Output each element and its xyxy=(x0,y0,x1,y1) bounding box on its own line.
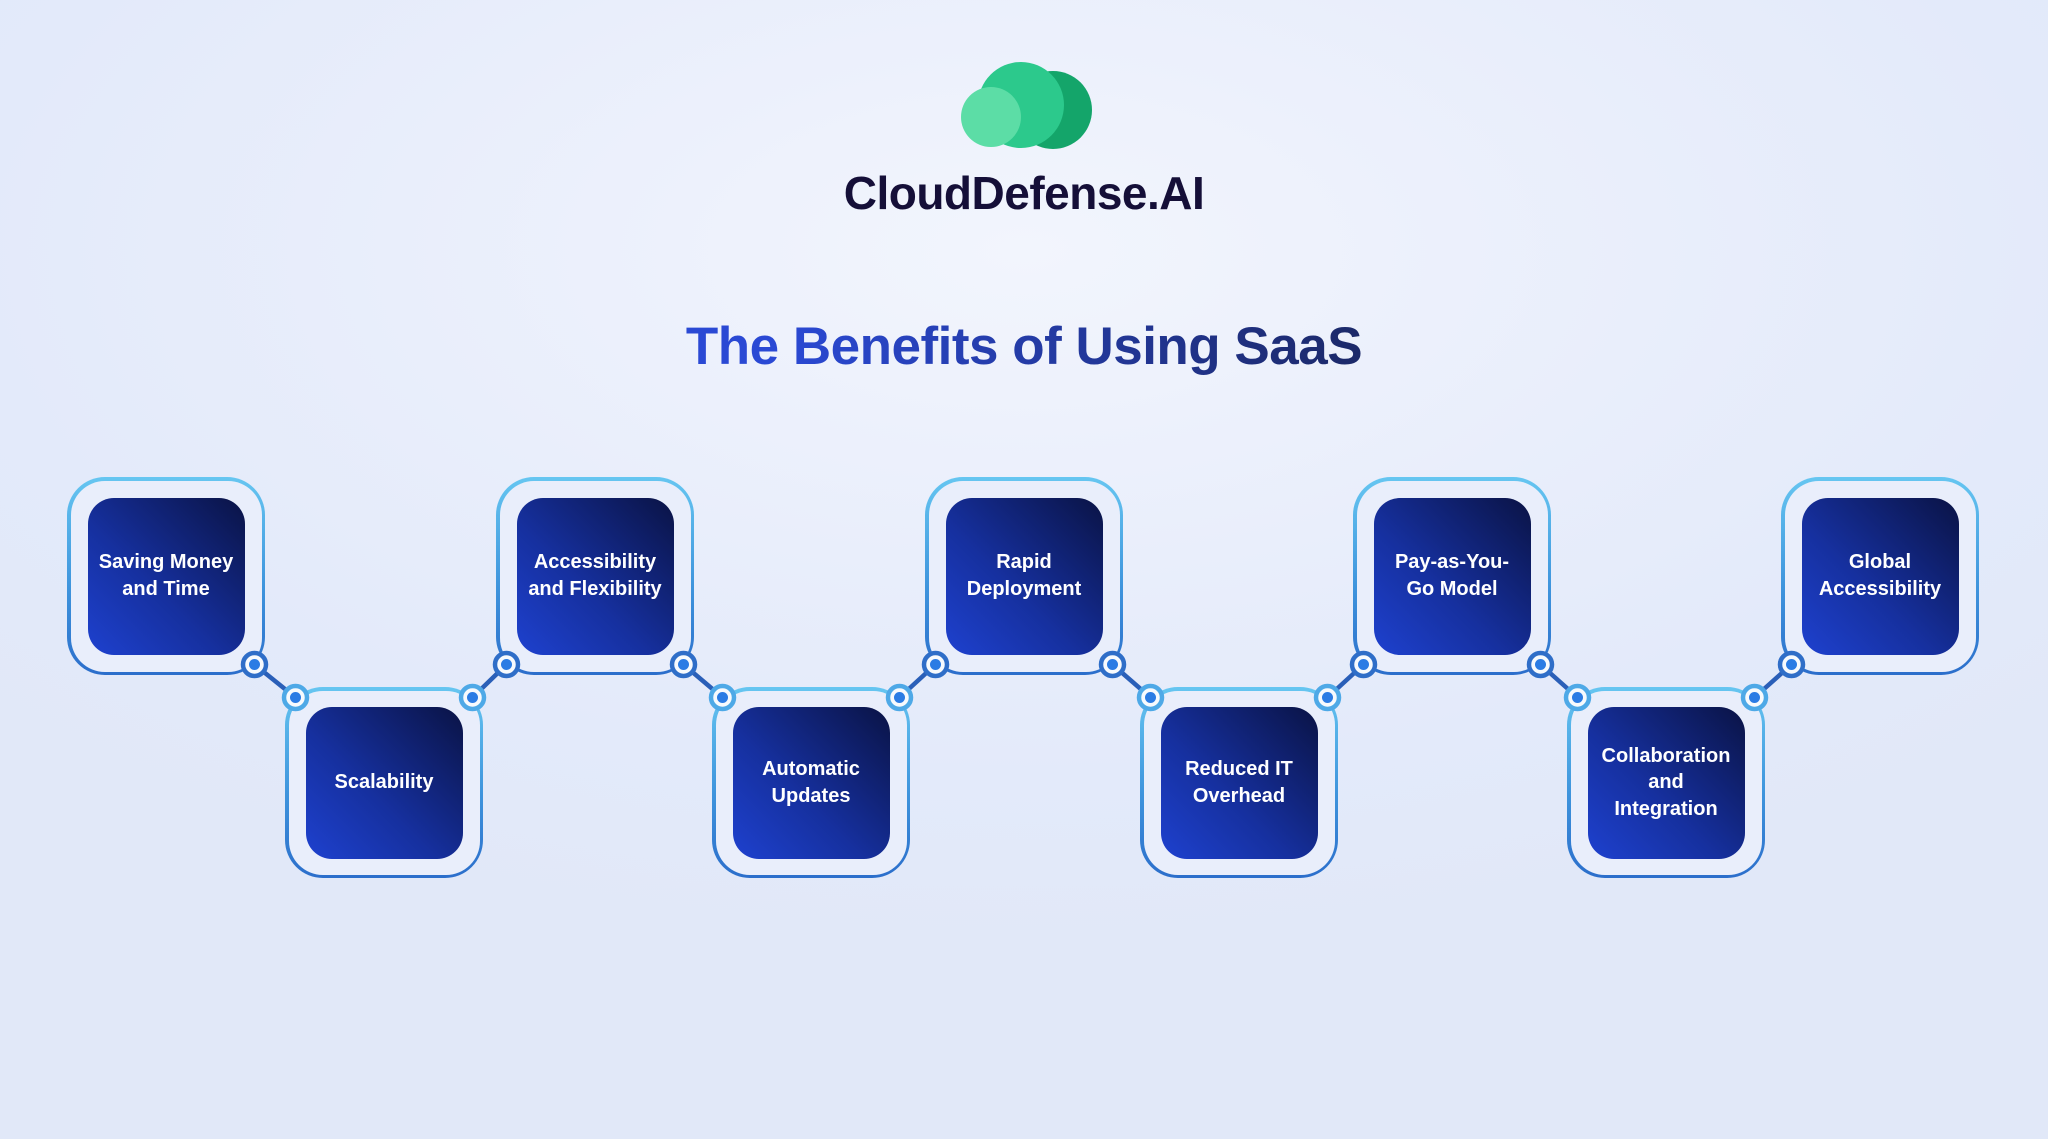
card-fill: Automatic Updates xyxy=(715,690,907,875)
benefit-label: Pay-as-You-Go Model xyxy=(1373,497,1531,655)
benefit-label: Automatic Updates xyxy=(732,706,890,859)
benefit-card-pay-as-you-go: Pay-as-You-Go Model xyxy=(1353,477,1551,675)
card-fill: Reduced IT Overhead xyxy=(1143,690,1335,875)
cloud-circle-light xyxy=(961,87,1021,147)
page-title: The Benefits of Using SaaS xyxy=(0,316,2048,377)
benefit-card-automatic-updates: Automatic Updates xyxy=(712,687,910,878)
benefit-label: Accessibility and Flexibility xyxy=(516,497,674,655)
card-fill: Scalability xyxy=(288,690,480,875)
card-fill: Accessibility and Flexibility xyxy=(499,480,691,672)
benefit-card-rapid-deployment: Rapid Deployment xyxy=(925,477,1123,675)
card-fill: Collaboration and Integration xyxy=(1570,690,1762,875)
card-fill: Saving Money and Time xyxy=(70,480,262,672)
card-fill: Pay-as-You-Go Model xyxy=(1356,480,1548,672)
card-fill: Rapid Deployment xyxy=(928,480,1120,672)
benefit-card-accessibility-flexibility: Accessibility and Flexibility xyxy=(496,477,694,675)
benefit-label: Global Accessibility xyxy=(1801,497,1959,655)
benefit-card-saving-money-time: Saving Money and Time xyxy=(67,477,265,675)
benefit-label: Scalability xyxy=(305,706,463,859)
brand-wordmark: CloudDefense.AI xyxy=(843,167,1205,219)
cloud-logo-icon xyxy=(958,58,1092,150)
benefit-label: Collaboration and Integration xyxy=(1587,706,1745,859)
benefit-card-scalability: Scalability xyxy=(285,687,483,878)
connector-rings-bottom-row xyxy=(281,683,1769,712)
benefit-label: Saving Money and Time xyxy=(87,497,245,655)
card-fill: Global Accessibility xyxy=(1784,480,1976,672)
benefit-card-reduced-it-overhead: Reduced IT Overhead xyxy=(1140,687,1338,878)
benefit-label: Rapid Deployment xyxy=(945,497,1103,655)
benefit-card-global-accessibility: Global Accessibility xyxy=(1781,477,1979,675)
benefit-label: Reduced IT Overhead xyxy=(1160,706,1318,859)
benefit-card-collaboration-integration: Collaboration and Integration xyxy=(1567,687,1765,878)
